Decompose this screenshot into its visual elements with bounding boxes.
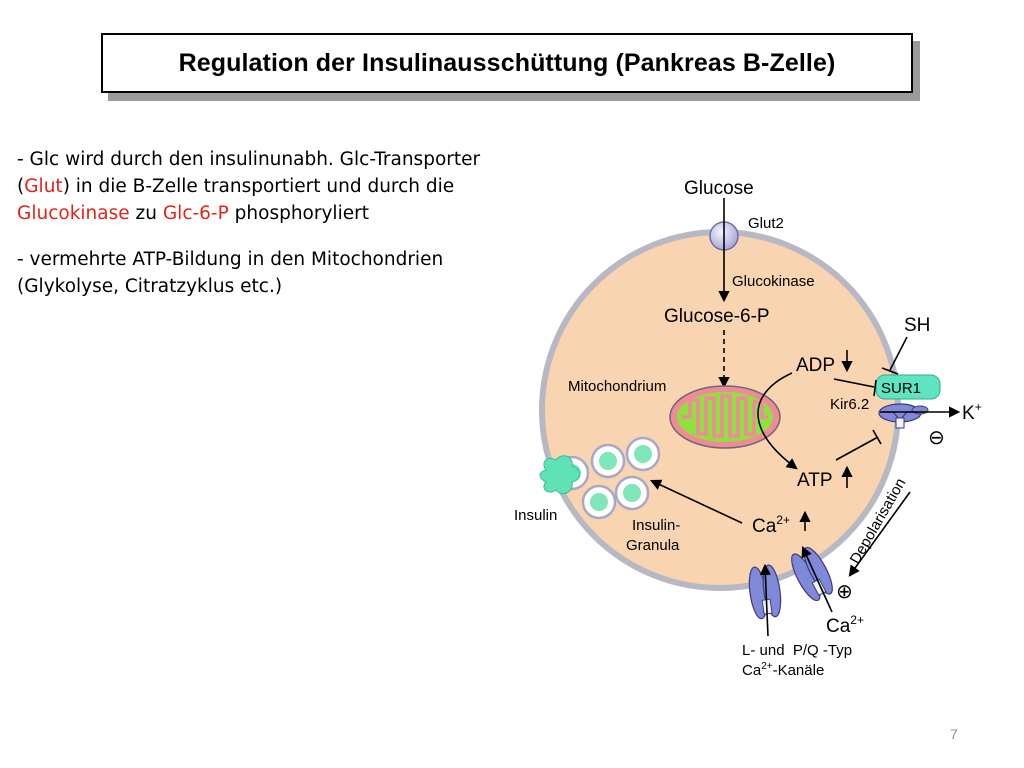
bullet-part: - vermehrte ATP-Bildung in den Mitochond… xyxy=(17,249,444,297)
ca-to-granula-arrow xyxy=(649,479,743,524)
label-glucose-6-p: Glucose-6-P xyxy=(664,306,770,327)
label-sh: SH xyxy=(904,315,930,336)
ca-channel-l-type-icon xyxy=(748,564,782,620)
slide-title: Regulation der Insulinausschüttung (Pank… xyxy=(178,48,836,77)
label-glut2: Glut2 xyxy=(748,215,784,232)
label-channels-line1: L- und P/Q -Typ xyxy=(742,642,852,659)
label-glucose: Glucose xyxy=(684,178,754,199)
plus-symbol-icon: ⊕ xyxy=(836,579,853,603)
depolarisation-arrow xyxy=(848,491,911,577)
label-k-ion-symbol: K xyxy=(962,403,975,424)
label-ca-outside-symbol: Ca xyxy=(826,616,851,637)
label-insulin-granula-1: Insulin- xyxy=(632,517,680,534)
minus-symbol-icon: ⊖ xyxy=(928,425,945,449)
label-ca-outside-charge: 2+ xyxy=(850,613,864,627)
bullet-part: phosphoryliert xyxy=(228,203,369,224)
insulin-secreted-icon xyxy=(539,455,580,495)
bullet-atp-production: - vermehrte ATP-Bildung in den Mitochond… xyxy=(17,246,537,300)
label-insulin: Insulin xyxy=(514,507,557,524)
label-ca-inside: Ca2+ xyxy=(752,513,790,537)
label-glucokinase: Glucokinase xyxy=(732,273,815,290)
label-ca-outside: Ca2+ xyxy=(826,613,864,637)
mitochondrion-icon xyxy=(669,385,781,449)
title-box: Regulation der Insulinausschüttung (Pank… xyxy=(101,33,913,93)
bullet-part: zu xyxy=(129,203,163,224)
sh-inhibition-line xyxy=(889,336,908,371)
label-ca-inside-charge: 2+ xyxy=(776,513,790,527)
bullet-glucose-transport: - Glc wird durch den insulinunabh. Glc-T… xyxy=(17,146,537,227)
atp-inhibition-line xyxy=(835,436,879,461)
adp-activation-line xyxy=(833,378,875,388)
sur1-box xyxy=(875,374,941,400)
bullet-highlight-glc6p: Glc-6-P xyxy=(162,203,229,224)
ca-influx-arrow-1 xyxy=(759,563,771,637)
label-atp: ATP xyxy=(797,470,833,491)
bullet-highlight-glut: Glut xyxy=(24,176,63,197)
label-adp: ADP xyxy=(796,355,835,376)
label-kir62: Kir6.2 xyxy=(830,396,869,413)
sh-inhibition-bar xyxy=(881,367,899,375)
label-k-ion: K+ xyxy=(962,400,982,424)
label-channels-line2-sup: 2+ xyxy=(761,661,773,672)
label-channels-line2-post: -Kanäle xyxy=(773,662,825,679)
label-insulin-granula-2: Granula xyxy=(626,537,680,554)
label-mitochondrium: Mitochondrium xyxy=(568,378,666,395)
label-sur1: SUR1 xyxy=(881,380,921,397)
adp-activation-bar xyxy=(873,379,877,397)
label-channels-line2: Ca2+-Kanäle xyxy=(742,661,824,679)
bullet-list: - Glc wird durch den insulinunabh. Glc-T… xyxy=(17,146,537,319)
page-number: 7 xyxy=(950,726,958,742)
bullet-highlight-glucokinase: Glucokinase xyxy=(17,203,130,224)
ca-influx-arrow-2 xyxy=(801,545,833,613)
label-k-ion-charge: + xyxy=(975,400,982,414)
label-channels-line2-pre: Ca xyxy=(742,662,762,679)
bullet-part: ) in die B-Zelle transportiert und durch… xyxy=(62,176,455,197)
adp-to-atp-arrow xyxy=(757,372,798,470)
bullet-part: - Glc wird durch den insulinunabh. Glc-T… xyxy=(17,149,481,197)
atp-inhibition-bar xyxy=(872,429,882,445)
label-ca-inside-symbol: Ca xyxy=(752,516,777,537)
